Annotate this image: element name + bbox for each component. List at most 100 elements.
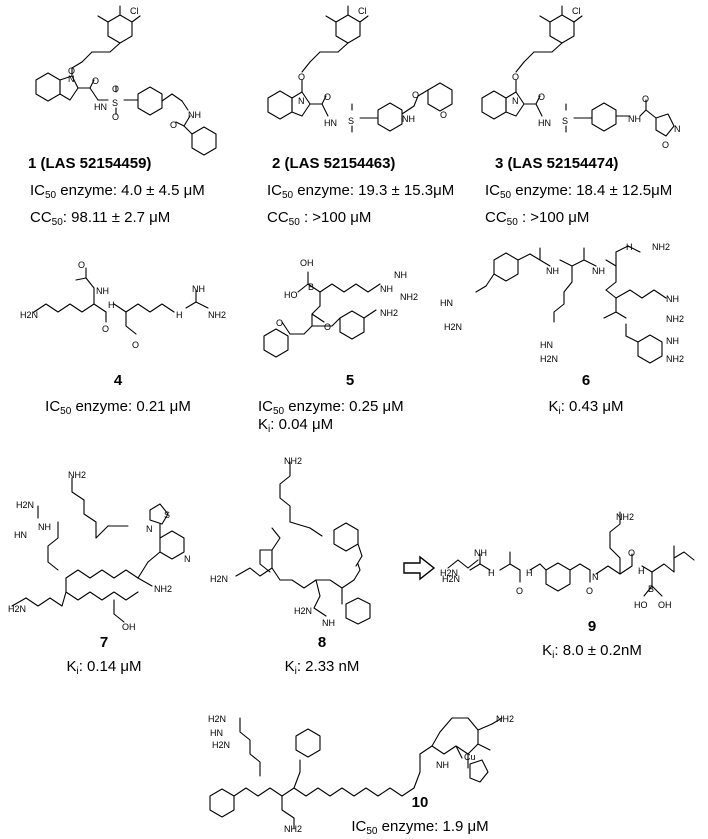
ring: [335, 14, 361, 44]
ring: [263, 328, 289, 358]
ring: [267, 90, 293, 120]
amine-group: NH2: [652, 242, 671, 252]
ring: [427, 82, 453, 112]
nh-group: HN: [538, 118, 551, 128]
compound-9-ki: Ki: 8.0 ± 0.2nM: [542, 642, 642, 661]
compound-9-number: 9: [587, 618, 597, 635]
ring: [545, 562, 571, 592]
compound-5-drawing: [263, 271, 381, 358]
compound-6-ki: Ki: 0.43 μM: [548, 398, 624, 417]
ring: [493, 252, 519, 282]
compound-2-number: 2 (LAS 52154463): [272, 155, 396, 172]
ring: [481, 90, 507, 120]
ring: [35, 72, 61, 102]
amine-group: H2N: [208, 714, 227, 724]
compound-4-drawing: [33, 267, 209, 335]
compound-1-structure: Cl O N O HN S O O NH O: [12, 2, 222, 156]
compound-2-structure: Cl O N O HN S NH O O: [256, 2, 456, 142]
oxygen-atom: O: [642, 94, 650, 104]
compound-3-cc50: CC50 : >100 μM: [485, 209, 590, 228]
nh-group: NH: [592, 266, 605, 276]
ring: [291, 91, 311, 117]
ring: [655, 113, 675, 137]
chlorine-atom: Cl: [130, 6, 139, 16]
sulfur-atom: S: [562, 116, 569, 126]
ring: [295, 728, 321, 758]
compound-1-cc50: CC50: 98.11 ± 2.7 μM: [30, 209, 171, 228]
amine-group: NH2: [666, 354, 685, 364]
compound-9-drawing: [447, 511, 695, 597]
nitrogen-atom: N: [146, 524, 153, 534]
oxygen-atom: O: [298, 72, 306, 82]
amine-group: NH2: [616, 512, 635, 522]
nh-group: HN: [94, 102, 107, 112]
nh-group: H: [626, 242, 633, 252]
oxygen-atom: O: [512, 72, 520, 82]
sulfur-atom: S: [164, 510, 171, 520]
nitrogen-atom: N: [674, 124, 681, 134]
amine-group: NH2: [284, 456, 303, 466]
chlorine-atom: Cl: [572, 6, 581, 16]
nh-group: NH: [96, 286, 109, 296]
amine-group: NH2: [496, 714, 515, 724]
amine-group: NH2: [400, 292, 419, 302]
amine-group: H2N: [210, 574, 229, 584]
nitrogen-atom: N: [512, 96, 519, 106]
compound-2-drawing: [267, 5, 453, 133]
compound-10-number: 10: [411, 794, 429, 811]
nitrogen-atom: N: [184, 554, 191, 564]
compound-6-drawing: [475, 245, 667, 364]
nh-group: NH: [666, 336, 679, 346]
ring: [137, 86, 163, 116]
nh-group: NH: [666, 294, 679, 304]
nh-group: H: [488, 568, 495, 578]
nh-group: NH: [628, 114, 641, 124]
compound-8-ki: Ki: 2.33 nM: [284, 658, 360, 677]
hydroxyl-group: HO: [634, 600, 648, 610]
ring: [333, 522, 359, 552]
nh-group: HN: [540, 340, 553, 350]
amine-group: H2N: [540, 354, 559, 364]
amine-group: NH2: [68, 470, 87, 480]
oxygen-atom: O: [112, 84, 120, 94]
ring: [469, 759, 489, 783]
compound-5-number: 5: [345, 372, 355, 389]
ring: [637, 334, 663, 364]
nh-group: NH: [402, 114, 415, 124]
compound-4-structure: H2N O NH O H O H NH NH2: [20, 256, 230, 366]
nh-group: H: [108, 300, 115, 310]
nh-group: NH: [188, 110, 201, 120]
sulfur-atom: S: [348, 116, 355, 126]
oxygen-atom: O: [324, 92, 332, 102]
compound-4-number: 4: [113, 372, 123, 389]
ring: [549, 14, 575, 44]
nh-group: NH: [394, 270, 407, 280]
ring: [591, 102, 617, 132]
nh-group: H: [176, 310, 183, 320]
compound-7-ki: Ki: 0.14 μM: [66, 658, 142, 677]
arrow-right-icon: [403, 555, 436, 581]
compound-2-cc50: CC50 : >100 μM: [267, 209, 372, 228]
nh-group: N: [592, 572, 599, 582]
amine-group: H2N: [8, 604, 27, 614]
nitrogen-atom: N: [298, 96, 305, 106]
oxygen-atom: O: [276, 318, 284, 328]
compound-6-structure: H NH2 HN H2N NH NH NH NH2 HN H2N NH NH2: [440, 238, 706, 374]
amine-group: NH2: [284, 824, 303, 834]
ring: [339, 310, 365, 340]
compound-1-number: 1 (LAS 52154459): [28, 155, 152, 172]
oxygen-atom: O: [412, 90, 420, 100]
compound-5-ki: Ki: 0.04 μM: [258, 416, 334, 435]
oxygen-atom: O: [586, 586, 594, 596]
nh-group: H: [526, 568, 533, 578]
nitrogen-atom: N: [68, 74, 75, 84]
boron-atom: B: [648, 584, 655, 594]
compound-2-ic50: IC50 enzyme: 19.3 ± 15.3μM: [267, 182, 455, 201]
ring: [377, 102, 403, 132]
compound-3-structure: Cl O N O HN S NH O N O: [480, 2, 700, 150]
ring: [149, 503, 169, 525]
compound-7-structure: NH2 H2N NH HN S N N H2N NH2 OH: [8, 466, 218, 632]
nh-group: HN: [14, 530, 27, 540]
ring: [59, 75, 79, 101]
oxygen-atom: O: [132, 340, 140, 350]
